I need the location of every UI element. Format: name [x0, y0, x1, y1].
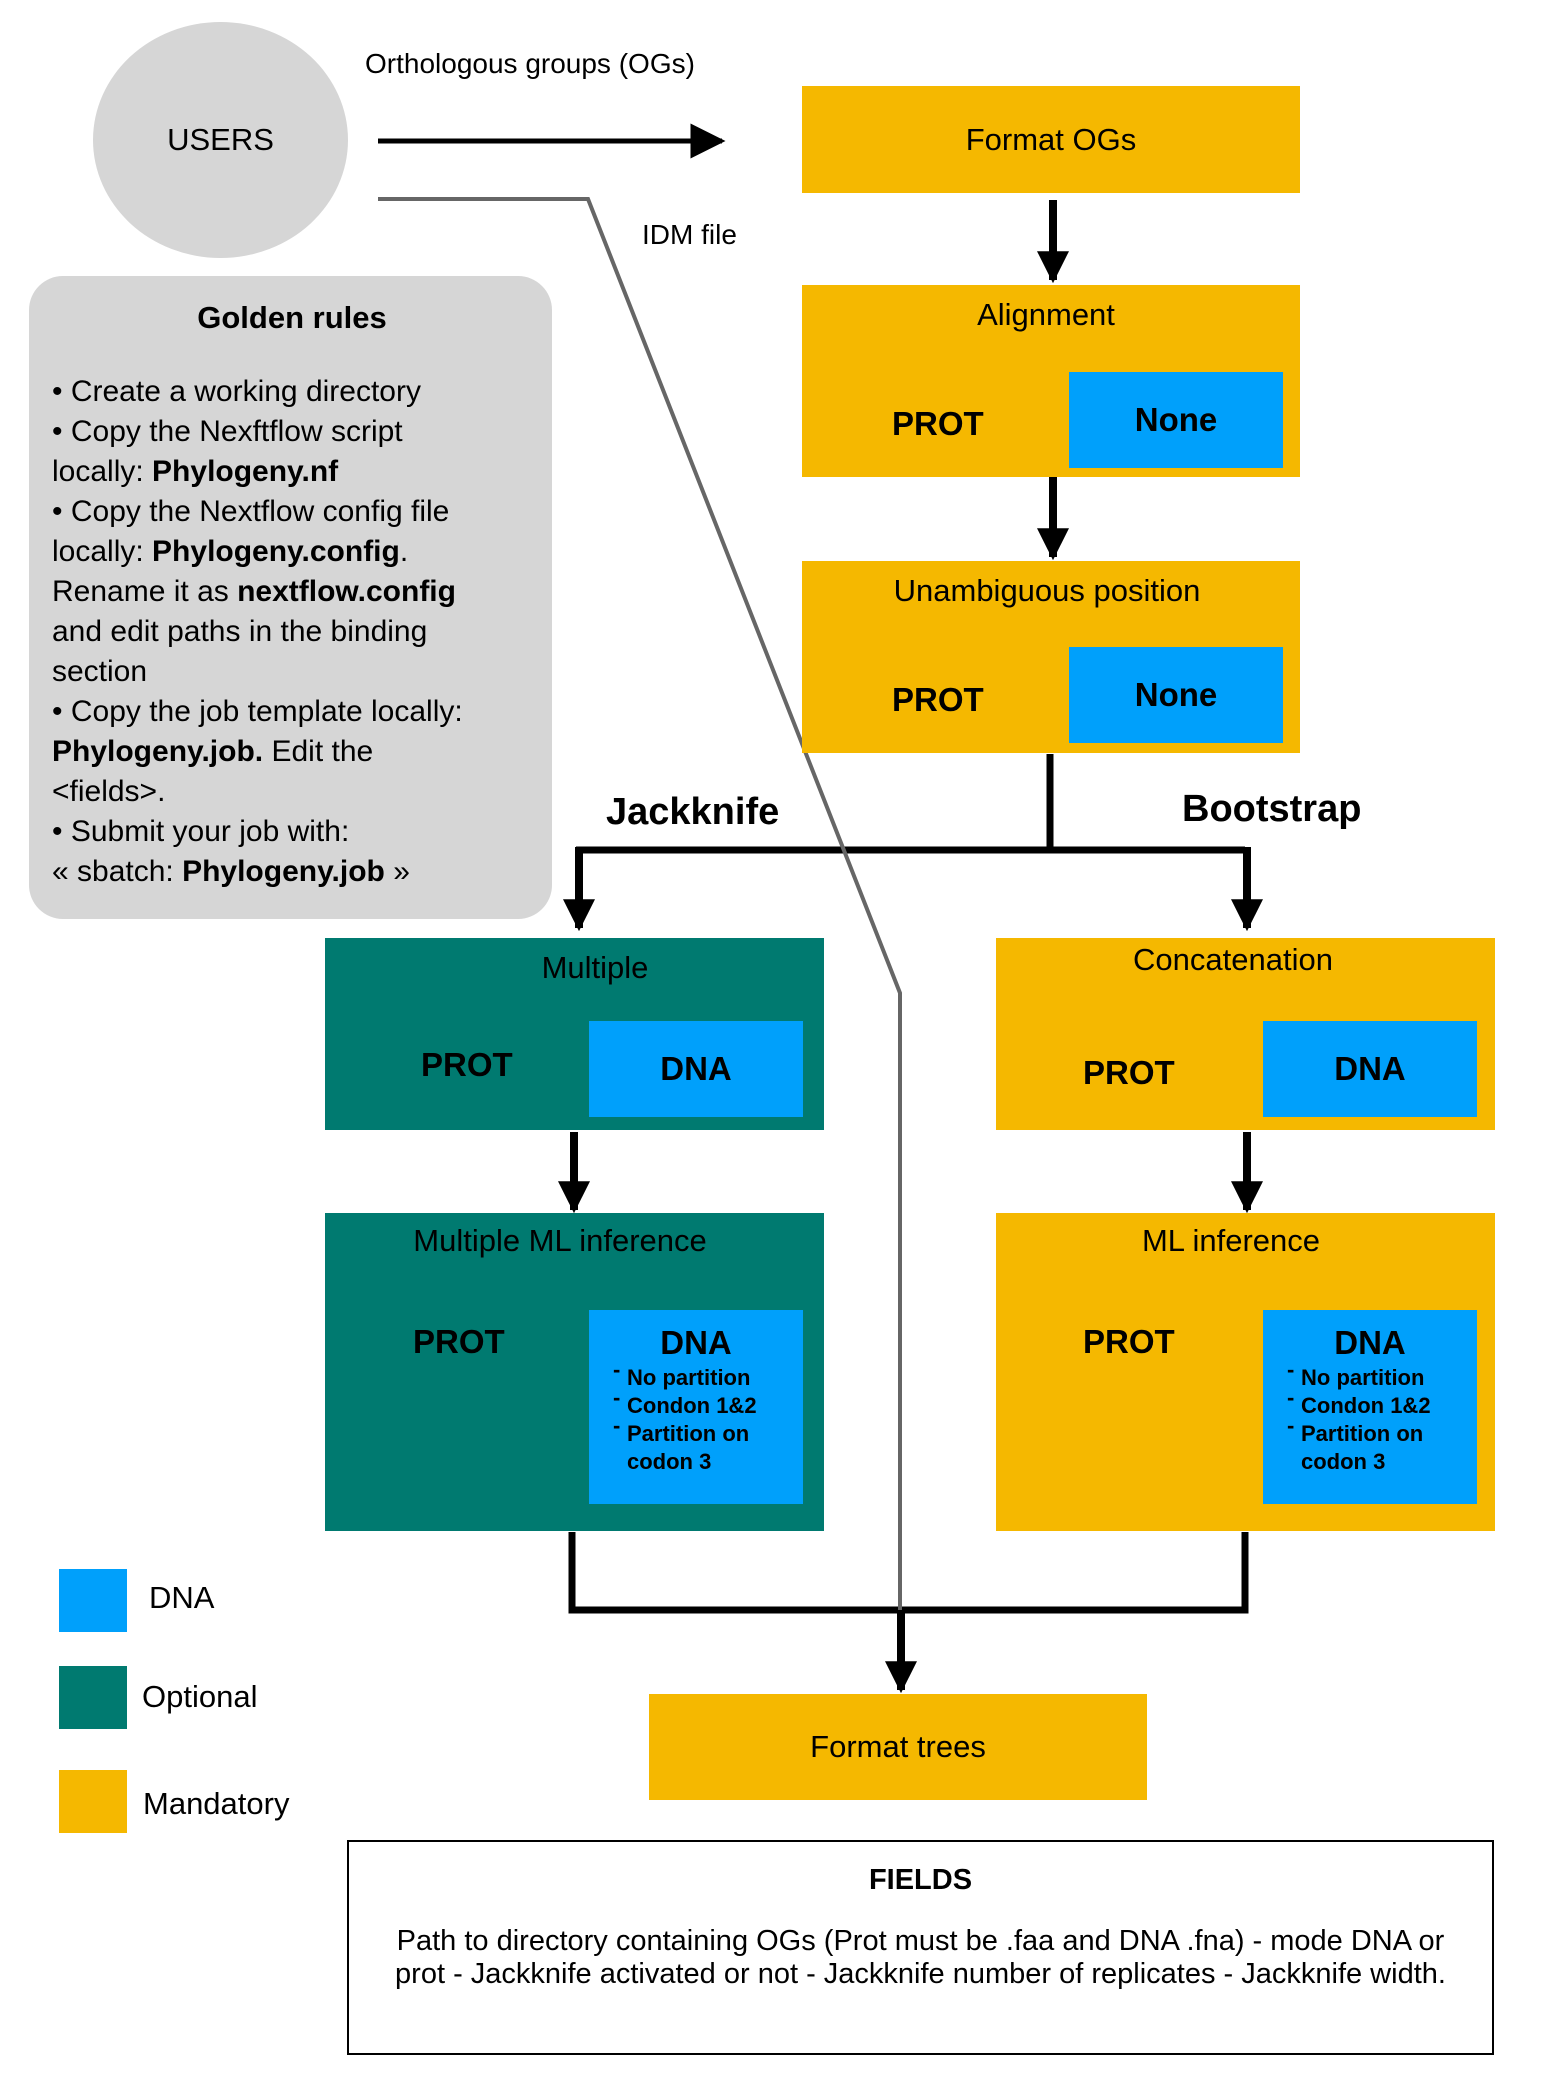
golden-rules-title: Golden rules	[197, 300, 387, 335]
fields-panel: FIELDS Path to directory containing OGs …	[347, 1840, 1494, 2055]
ml-title: ML inference	[1141, 1223, 1321, 1258]
golden-rule-text: Edit the <fields>.	[52, 735, 374, 808]
format-trees-title: Format trees	[810, 1729, 986, 1764]
unambiguous-dna-box: None	[1069, 647, 1283, 743]
format-ogs-node: Format OGs	[802, 86, 1300, 193]
concatenation-dna-box: DNA	[1263, 1021, 1477, 1117]
multiple-ml-dna-box: DNA No partitionCondon 1&2Partition on c…	[589, 1310, 803, 1504]
unambiguous-title: Unambiguous position	[893, 573, 1201, 608]
golden-rule-filename: Phylogeny.config	[152, 535, 400, 568]
multiple-dna-label: DNA	[660, 1050, 732, 1087]
multiple-ml-prot-label: PROT	[413, 1323, 505, 1360]
golden-rule-line: • Copy the Nextflow config file locally:…	[52, 492, 532, 572]
users-label: USERS	[167, 122, 274, 157]
alignment-dna-label: None	[1134, 401, 1218, 438]
dna-option-item: No partition	[1263, 1356, 1477, 1392]
alignment-dna-box: None	[1069, 372, 1283, 468]
multiple-ml-node: Multiple ML inference PROT DNA No partit…	[325, 1213, 824, 1531]
golden-rule-line: • Submit your job with: « sbatch: Phylog…	[52, 812, 532, 892]
concatenation-dna-label: DNA	[1334, 1050, 1406, 1087]
merge-connector	[568, 1532, 1249, 1614]
unambiguous-prot-label: PROT	[892, 681, 984, 718]
golden-rule-line: • Copy the job template locally: Phyloge…	[52, 692, 532, 812]
multiple-node: Multiple PROT DNA	[325, 938, 824, 1130]
idm-edge-label: IDM file	[642, 219, 737, 250]
golden-rule-filename: Phylogeny.job.	[52, 735, 264, 768]
alignment-title: Alignment	[977, 297, 1115, 332]
golden-rule-text: .	[399, 535, 409, 568]
multiple-ml-dna-label: DNA	[660, 1324, 732, 1361]
golden-rule-text: • Copy the Nextflow config file locally:	[52, 495, 450, 568]
concatenation-title: Concatenation	[1133, 942, 1333, 977]
legend-swatch-dna	[59, 1569, 127, 1632]
legend-swatch-optional	[59, 1666, 127, 1729]
golden-rule-filename: nextflow.config	[237, 575, 456, 608]
legend-label-optional: Optional	[142, 1679, 258, 1714]
golden-rule-text: • Submit your job with: « sbatch:	[52, 815, 350, 888]
dna-option-item: Partition on codon 3	[1263, 1412, 1477, 1476]
golden-rule-line: • Copy the Nexftflow script locally: Phy…	[52, 412, 532, 492]
golden-rule-line: • Create a working directory	[52, 372, 532, 412]
format-ogs-title: Format OGs	[965, 121, 1137, 157]
dna-option-item: Partition on codon 3	[589, 1412, 803, 1476]
multiple-prot-label: PROT	[421, 1046, 513, 1083]
concatenation-node: Concatenation PROT DNA	[996, 938, 1495, 1130]
unambiguous-node: Unambiguous position PROT None	[802, 561, 1300, 753]
legend-label-dna: DNA	[149, 1580, 215, 1615]
multiple-ml-dna-options: No partitionCondon 1&2Partition on codon…	[589, 1356, 803, 1476]
ml-dna-options: No partitionCondon 1&2Partition on codon…	[1263, 1356, 1477, 1476]
jackknife-label: Jackknife	[606, 791, 780, 833]
fields-body: Path to directory containing OGs (Prot m…	[395, 1925, 1446, 1990]
alignment-node: Alignment PROT None	[802, 285, 1300, 477]
fields-title: FIELDS	[868, 1864, 973, 1896]
ogs-edge-label: Orthologous groups (OGs)	[365, 48, 695, 79]
golden-rule-text: • Create a working directory	[52, 375, 421, 408]
multiple-dna-box: DNA	[589, 1021, 803, 1117]
golden-rule-text: • Copy the job template locally:	[52, 695, 463, 728]
ml-prot-label: PROT	[1083, 1323, 1175, 1360]
legend-swatch-mandatory	[59, 1770, 127, 1833]
golden-rule-filename: Phylogeny.nf	[152, 455, 339, 488]
idm-file-line	[378, 197, 902, 1610]
alignment-prot-label: PROT	[892, 405, 984, 442]
golden-rule-text: and edit paths in the binding section	[52, 615, 428, 688]
dna-option-item: Condon 1&2	[589, 1384, 803, 1420]
golden-rules-body: • Create a working directory • Copy the N…	[52, 372, 532, 892]
ml-node: ML inference PROT DNA No partitionCondon…	[996, 1213, 1495, 1531]
concatenation-prot-label: PROT	[1083, 1054, 1175, 1091]
golden-rules-panel: Golden rules • Create a working director…	[29, 276, 552, 919]
ml-dna-label: DNA	[1334, 1324, 1406, 1361]
golden-rule-line: Rename it as nextflow.config	[52, 572, 532, 612]
multiple-ml-title: Multiple ML inference	[413, 1223, 707, 1258]
golden-rule-text: Rename it as	[52, 575, 238, 608]
golden-rule-filename: Phylogeny.job	[182, 855, 385, 888]
golden-rule-text: »	[384, 855, 410, 888]
unambiguous-dna-label: None	[1134, 676, 1218, 713]
multiple-title: Multiple	[541, 950, 649, 985]
golden-rule-line: and edit paths in the binding section	[52, 612, 532, 692]
bootstrap-label: Bootstrap	[1182, 788, 1362, 830]
legend-label-mandatory: Mandatory	[143, 1786, 290, 1821]
users-node: USERS	[93, 22, 348, 258]
dna-option-item: Condon 1&2	[1263, 1384, 1477, 1420]
golden-rule-text: • Copy the Nexftflow script locally:	[52, 415, 403, 488]
dna-option-item: No partition	[589, 1356, 803, 1392]
ml-dna-box: DNA No partitionCondon 1&2Partition on c…	[1263, 1310, 1477, 1504]
format-trees-node: Format trees	[649, 1694, 1147, 1800]
